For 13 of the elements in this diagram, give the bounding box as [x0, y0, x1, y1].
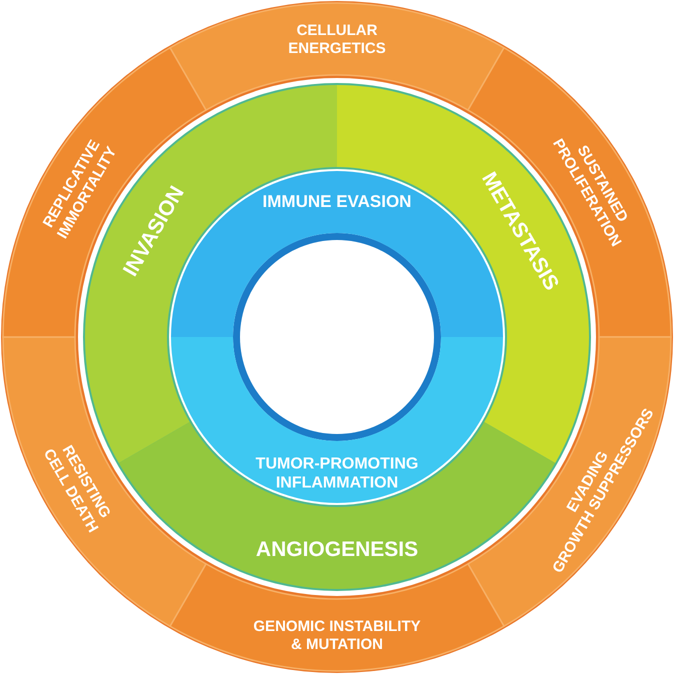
- ring-segment: [467, 47, 672, 338]
- segment-label: IMMUNE EVASION: [262, 192, 412, 210]
- segment-label: TUMOR-PROMOTING INFLAMMATION: [256, 454, 418, 492]
- ring-segment: [169, 2, 505, 111]
- ring-segment: [171, 337, 503, 503]
- ring-segment: [169, 563, 505, 672]
- segment-label: GENOMIC INSTABILITY & MUTATION: [253, 618, 421, 652]
- segment-label: ANGIOGENESIS: [256, 538, 418, 560]
- segment-label: CELLULAR ENERGETICS: [288, 22, 386, 56]
- ring-segment: [467, 336, 672, 627]
- ring-segment: [118, 422, 556, 589]
- ring-segment: [2, 336, 207, 627]
- ring-segment: [2, 47, 207, 338]
